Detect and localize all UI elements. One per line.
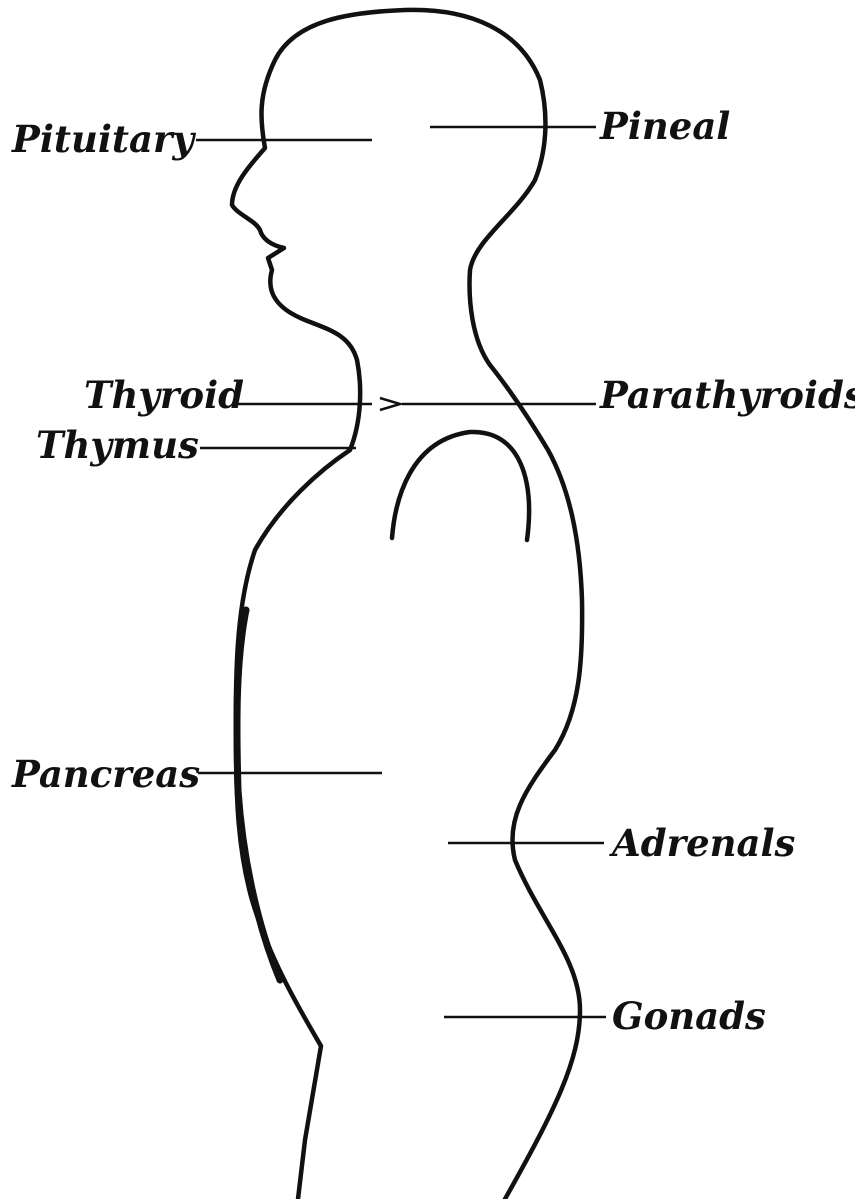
label-adrenals: Adrenals (609, 821, 796, 865)
thyroid-arrow-marker (380, 398, 400, 410)
label-parathyroids: Parathyroids (599, 373, 855, 417)
belly-outline (237, 610, 280, 980)
body-outline-front (232, 10, 582, 1199)
label-pituitary: Pituitary (11, 117, 196, 161)
label-pancreas: Pancreas (11, 752, 200, 796)
label-pineal: Pineal (599, 104, 730, 148)
label-gonads: Gonads (612, 994, 766, 1038)
label-thymus: Thymus (36, 423, 199, 467)
shoulder-arc (392, 432, 529, 540)
label-thyroid: Thyroid (84, 373, 244, 417)
